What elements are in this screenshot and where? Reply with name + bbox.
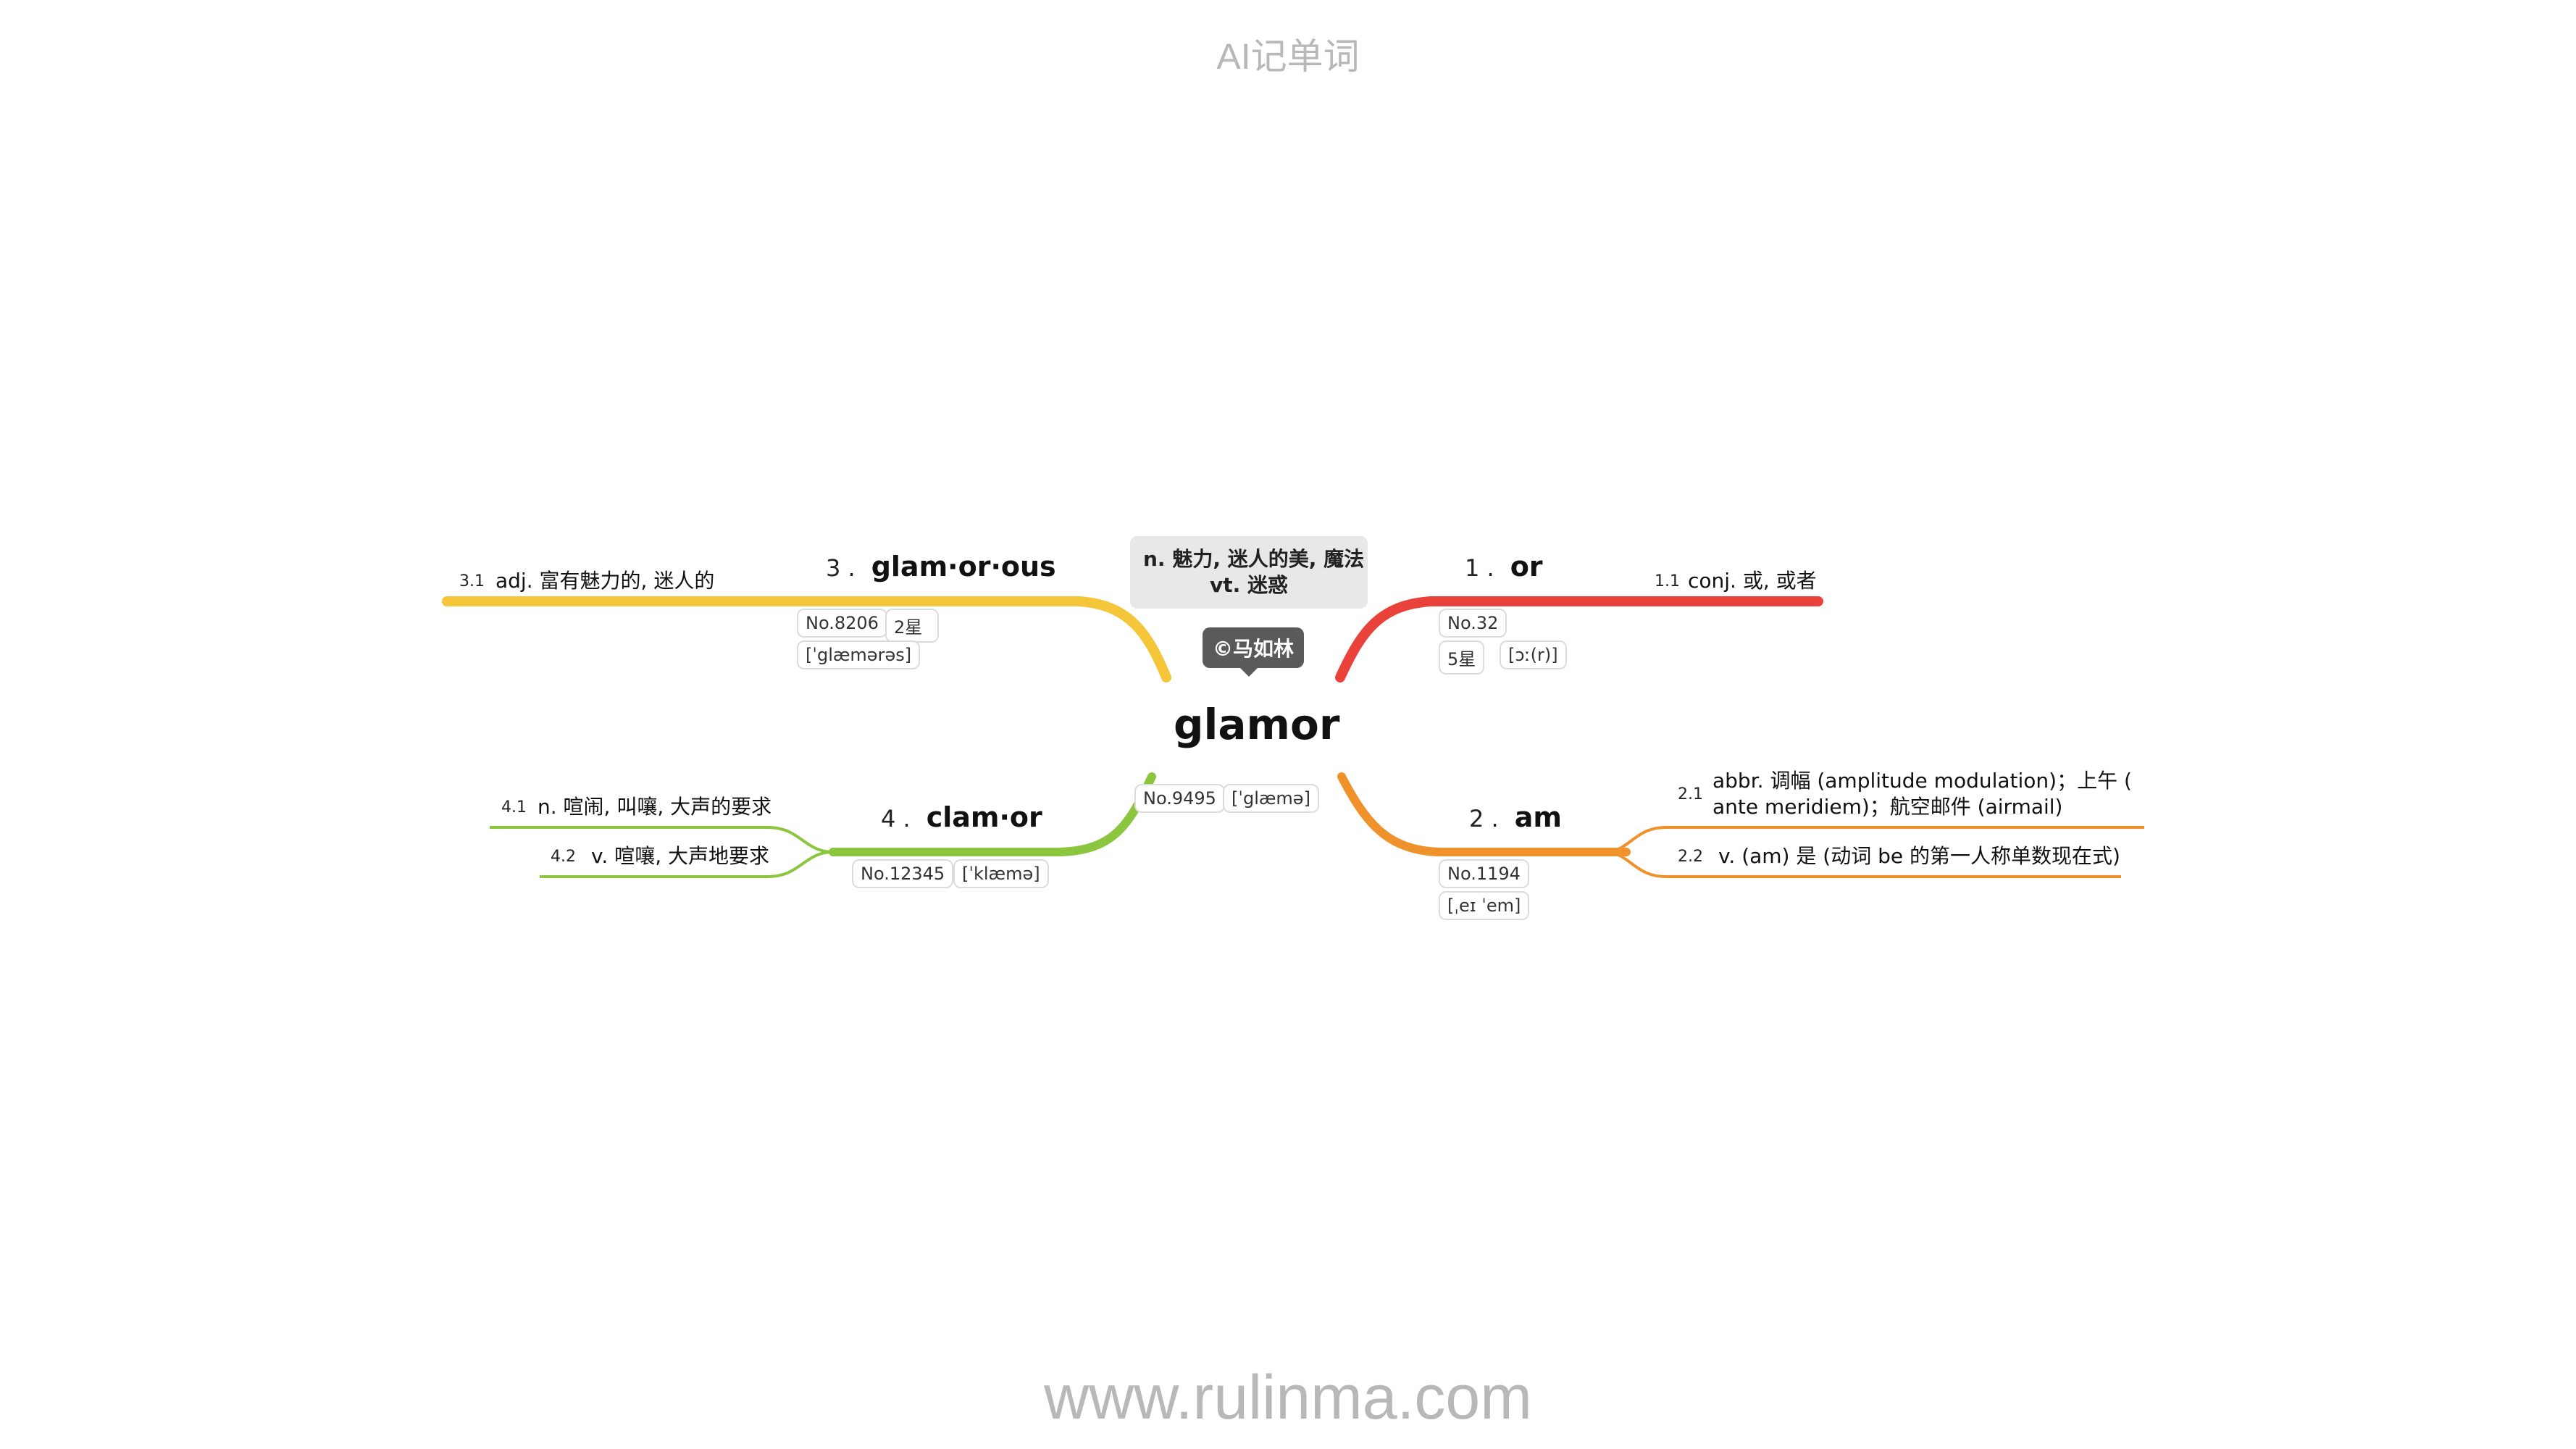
sub-number: 3.1 [459, 572, 485, 590]
sub-number: 2.1 [1678, 785, 1703, 803]
branch-line-or [1335, 596, 1823, 682]
center-word: glamor [1174, 700, 1340, 749]
tag-phonetic: [ɔː(r)] [1500, 640, 1567, 669]
tag-stars: 2星 [885, 609, 939, 643]
branch-number: 1 . [1465, 554, 1494, 582]
branch-number: 4 . [881, 805, 911, 832]
branch-word: glam·or·ous [871, 551, 1056, 582]
definition-line-2: vt. 迷惑 [1209, 573, 1289, 597]
tag-phonetic: [ˈglæmərəs] [797, 640, 921, 669]
tag-number: No.12345 [852, 859, 954, 888]
branch-title-clamor[interactable]: 4 . clam·or [881, 801, 1042, 833]
definition-box: n. 魅力, 迷人的美, 魔法 vt. 迷惑 [1130, 536, 1368, 609]
sub-definition: v. 喧嚷, 大声地要求 [591, 844, 769, 868]
sub-definition: adj. 富有魅力的, 迷人的 [495, 569, 715, 593]
copyright-pointer-icon [1240, 668, 1258, 677]
tag-phonetic: [ˌeɪ ˈem] [1439, 891, 1530, 920]
sub-number: 4.2 [551, 848, 576, 866]
branch-line-am [1337, 772, 1631, 856]
branch-line-am-sub1 [1604, 826, 2144, 853]
tag-number: No.8206 [797, 609, 887, 638]
sub-number: 2.2 [1678, 848, 1703, 866]
app-title: AI记单词 [1216, 36, 1360, 77]
definition-line-1: n. 魅力, 迷人的美, 魔法 [1143, 547, 1365, 571]
branch-word: am [1514, 801, 1562, 833]
tag-phonetic: [ˈklæmə] [953, 859, 1049, 888]
tag-number: No.32 [1439, 609, 1507, 638]
website-url: www.rulinma.com [1044, 1363, 1532, 1432]
branch-number: 2 . [1469, 805, 1499, 832]
branch-line-am-sub2 [1604, 851, 2121, 878]
center-phonetic-tag: [ˈglæmə] [1223, 784, 1319, 813]
sub-definition: abbr. 调幅 (amplitude modulation)；上午 ( ant… [1713, 768, 2132, 820]
branch-title-or[interactable]: 1 . or [1465, 551, 1543, 582]
sub-definition: v. (am) 是 (动词 be 的第一人称单数现在式) [1718, 844, 2120, 868]
sub-definition-line-1: abbr. 调幅 (amplitude modulation)；上午 ( [1713, 769, 2132, 793]
copyright-badge: ©马如林 [1203, 627, 1305, 668]
branch-word: or [1510, 551, 1543, 582]
sub-definition: n. 喧闹, 叫嚷, 大声的要求 [538, 795, 772, 819]
branch-line-clamor-sub1 [490, 826, 834, 853]
sub-number: 1.1 [1655, 572, 1680, 590]
branch-line-glamorous [442, 596, 1171, 682]
branch-title-glamorous[interactable]: 3 . glam·or·ous [826, 551, 1056, 582]
sub-number: 4.1 [501, 798, 527, 817]
branch-title-am[interactable]: 2 . am [1469, 801, 1562, 833]
tag-stars: 5星 [1439, 640, 1485, 675]
center-number-tag: No.9495 [1134, 784, 1225, 813]
tag-number: No.1194 [1439, 859, 1529, 888]
branch-number: 3 . [826, 554, 856, 582]
branch-word: clam·or [926, 801, 1042, 833]
sub-definition-line-2: ante meridiem)；航空邮件 (airmail) [1713, 795, 2063, 819]
branch-line-clamor-sub2 [540, 851, 834, 878]
sub-definition: conj. 或, 或者 [1688, 569, 1817, 593]
